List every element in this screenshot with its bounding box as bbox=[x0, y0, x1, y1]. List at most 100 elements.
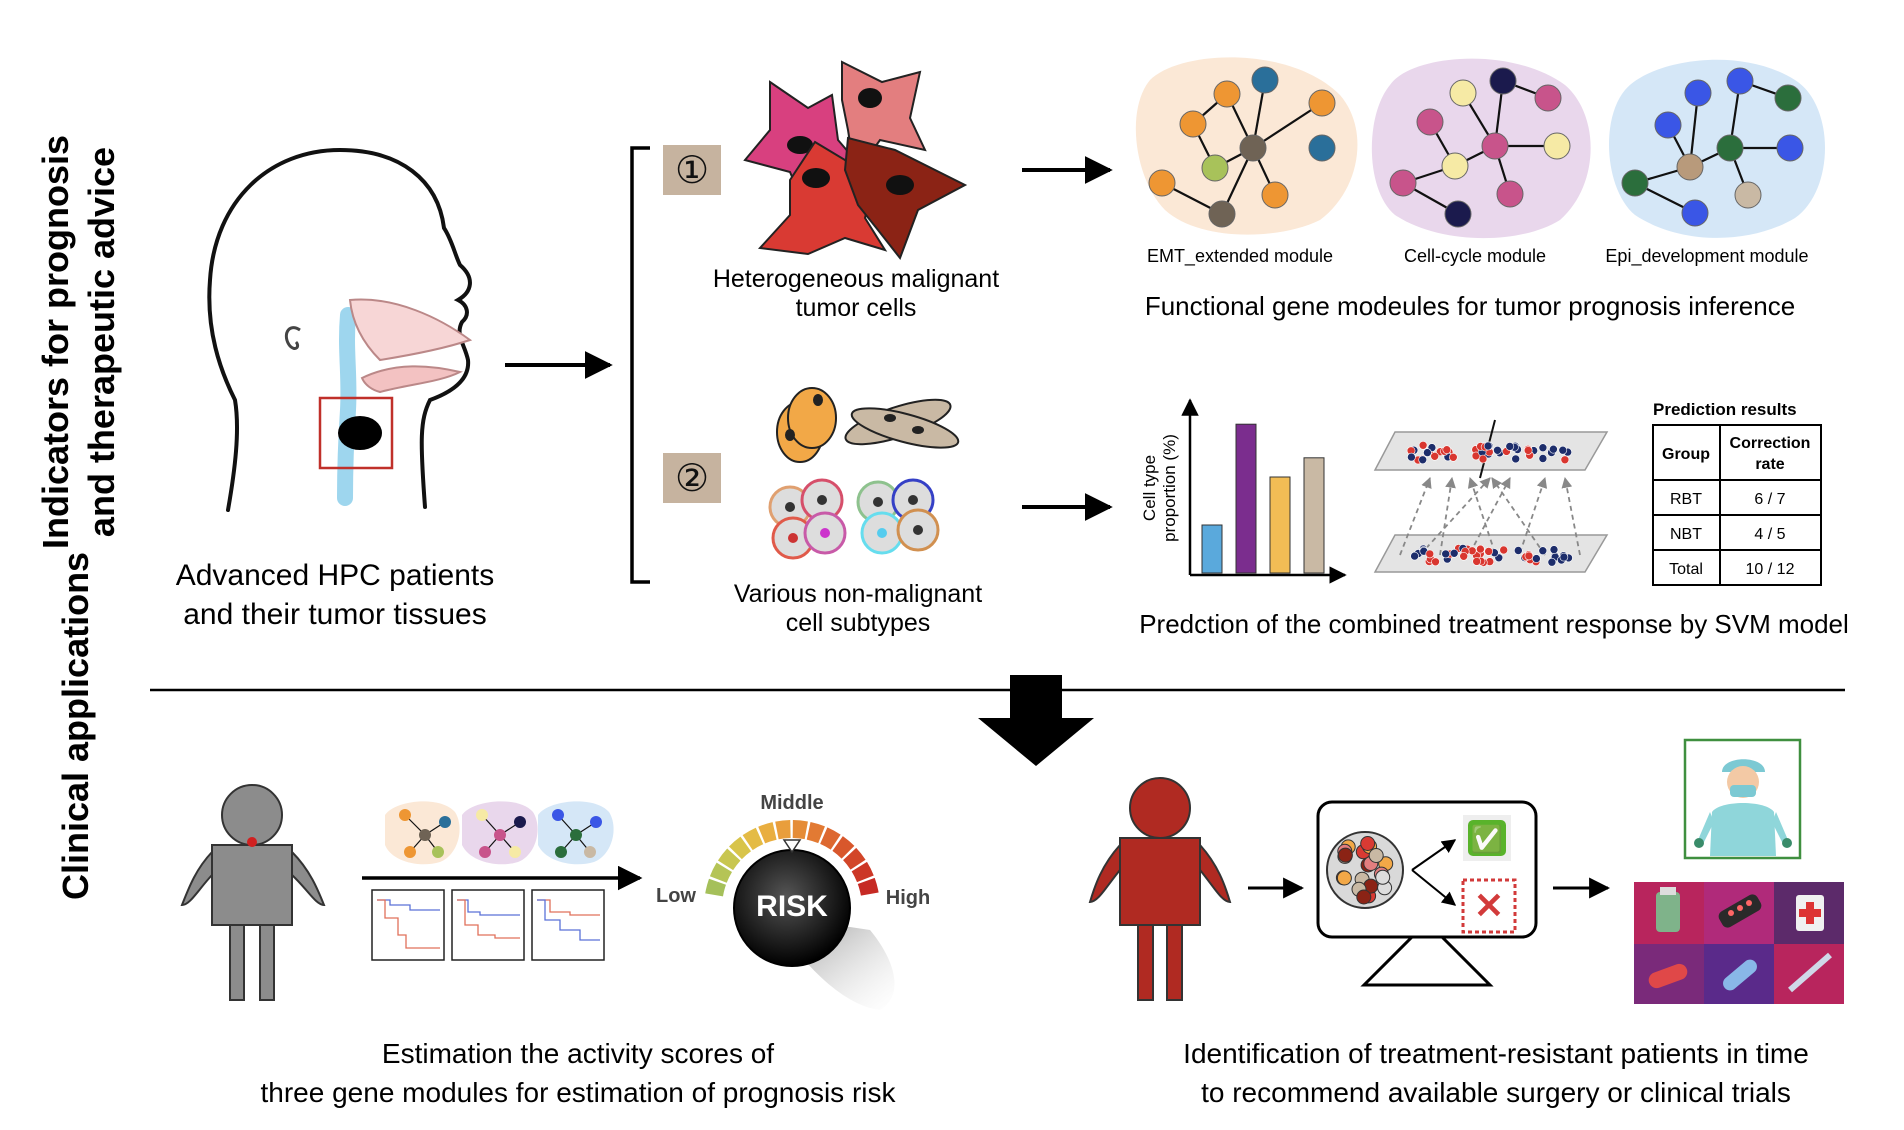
survival-plots bbox=[371, 889, 605, 961]
side-label-top-line1: Indicators for prognosis bbox=[35, 135, 76, 549]
patient-red-figure bbox=[1088, 777, 1232, 1001]
gauge-tick bbox=[857, 877, 879, 896]
svm-point bbox=[1418, 440, 1428, 450]
prediction-table bbox=[1652, 424, 1822, 586]
bar-1 bbox=[1235, 423, 1257, 574]
table-cell-rbt: RBT bbox=[1670, 491, 1702, 508]
table-header-rate-line1: Correction bbox=[1730, 435, 1811, 452]
table-cell-total-rate: 10 / 12 bbox=[1746, 561, 1795, 578]
table-header-rate-line2: rate bbox=[1755, 456, 1784, 473]
svm-point bbox=[1449, 548, 1459, 558]
palate bbox=[360, 365, 463, 394]
branch-bracket bbox=[630, 146, 650, 584]
table-cell-total: Total bbox=[1669, 561, 1703, 578]
svm-point bbox=[1511, 454, 1520, 464]
svm-point bbox=[1493, 445, 1502, 455]
sample-cell bbox=[1368, 848, 1384, 863]
table-cell-nbt-rate: 4 / 5 bbox=[1754, 526, 1785, 543]
prediction-table-title: Prediction results bbox=[1653, 400, 1797, 419]
gauge-tick bbox=[742, 827, 764, 851]
gauge-tick bbox=[851, 861, 874, 883]
svm-point bbox=[1442, 445, 1452, 455]
branch2-marker: ② bbox=[675, 456, 709, 500]
module-label-emt: EMT_extended module bbox=[1147, 246, 1333, 267]
branch2-caption-line2: cell subtypes bbox=[786, 609, 931, 637]
patient-head-illustration bbox=[207, 147, 473, 512]
svm-point bbox=[1559, 552, 1569, 562]
risk-gauge bbox=[705, 820, 895, 1010]
svm-point bbox=[1425, 549, 1435, 559]
svm-point bbox=[1538, 443, 1548, 453]
mini-module-networks bbox=[385, 801, 614, 865]
patient-gray-figure bbox=[180, 784, 326, 1001]
branch2-caption-line1: Various non-malignant bbox=[734, 580, 982, 608]
svm-point bbox=[1514, 546, 1523, 555]
non-malignant-cells-illustration bbox=[768, 387, 960, 560]
sample-cell bbox=[1337, 847, 1353, 863]
bar-ylabel-line2: proportion (%) bbox=[1160, 434, 1179, 542]
svm-point bbox=[1471, 451, 1481, 461]
gauge-label-high: High bbox=[886, 887, 930, 909]
module-label-cell-cycle: Cell-cycle module bbox=[1404, 246, 1546, 266]
gauge-pointer bbox=[782, 839, 802, 854]
monitor-illustration bbox=[1316, 800, 1538, 987]
table-cell-rbt-rate: 6 / 7 bbox=[1754, 491, 1785, 508]
svm-point bbox=[1532, 554, 1541, 563]
sample-cell bbox=[1360, 836, 1376, 851]
surgeon-illustration bbox=[1683, 738, 1802, 860]
svm-point bbox=[1538, 546, 1548, 556]
bar-2 bbox=[1269, 476, 1291, 574]
table-cell-nbt: NBT bbox=[1670, 526, 1702, 543]
nasal-cavity bbox=[348, 298, 473, 362]
clinical-right-caption-line1: Identification of treatment-resistant pa… bbox=[1183, 1038, 1809, 1069]
table-header-group: Group bbox=[1662, 446, 1710, 463]
clinical-trials-tiles bbox=[1634, 882, 1844, 1004]
gauge-tick bbox=[832, 836, 855, 859]
tumor-focus-box bbox=[318, 396, 394, 470]
svm-point bbox=[1407, 452, 1416, 462]
svm-point bbox=[1538, 454, 1548, 463]
svm-caption: Predction of the combined treatment resp… bbox=[1139, 609, 1849, 639]
patient-caption-line1: Advanced HPC patients bbox=[176, 559, 495, 592]
gauge-label-middle: Middle bbox=[760, 792, 823, 814]
svm-point bbox=[1478, 454, 1488, 464]
svm-point bbox=[1476, 544, 1485, 554]
patient-caption-line2: and their tumor tissues bbox=[183, 598, 486, 631]
svm-point bbox=[1430, 451, 1439, 461]
airway bbox=[337, 307, 357, 506]
cross-icon: ✕ bbox=[1474, 885, 1504, 926]
svm-point bbox=[1483, 441, 1493, 451]
check-icon: ✅ bbox=[1471, 824, 1503, 854]
gauge-tick bbox=[820, 827, 841, 850]
svm-point bbox=[1524, 551, 1534, 561]
bar-0 bbox=[1201, 524, 1223, 574]
module-label-epi-development: Epi_development module bbox=[1605, 246, 1808, 267]
bar-ylabel-line1: Cell type bbox=[1140, 455, 1159, 521]
side-label-bottom: Clinical applications bbox=[55, 552, 96, 900]
modules-caption: Functional gene modeules for tumor progn… bbox=[1145, 291, 1795, 321]
sample-cell bbox=[1356, 889, 1372, 905]
svm-point bbox=[1523, 446, 1533, 455]
svm-point bbox=[1558, 445, 1568, 455]
clinical-left-caption-line1: Estimation the activity scores of bbox=[382, 1038, 774, 1069]
cell-proportion-bar-chart bbox=[1181, 398, 1347, 584]
gauge-tick bbox=[717, 848, 741, 871]
branch1-caption-line1: Heterogeneous malignant bbox=[713, 265, 999, 293]
svm-point bbox=[1418, 455, 1427, 465]
sample-cell bbox=[1336, 870, 1352, 886]
clinical-right-caption-line2: to recommend available surgery or clinic… bbox=[1201, 1077, 1791, 1108]
svm-point bbox=[1441, 549, 1450, 559]
svm-point bbox=[1459, 551, 1468, 561]
gauge-tick bbox=[705, 878, 726, 897]
ear-icon bbox=[284, 326, 301, 350]
svm-point bbox=[1499, 545, 1508, 555]
malignant-cells-illustration bbox=[743, 60, 968, 261]
gauge-tick bbox=[792, 820, 808, 840]
svm-point bbox=[1431, 557, 1440, 567]
sample-cell bbox=[1375, 869, 1391, 885]
cell-cycle-module-network bbox=[1371, 58, 1591, 239]
gauge-tick bbox=[806, 821, 825, 844]
gauge-tick bbox=[729, 836, 751, 860]
branch2-marker-box bbox=[663, 453, 721, 503]
